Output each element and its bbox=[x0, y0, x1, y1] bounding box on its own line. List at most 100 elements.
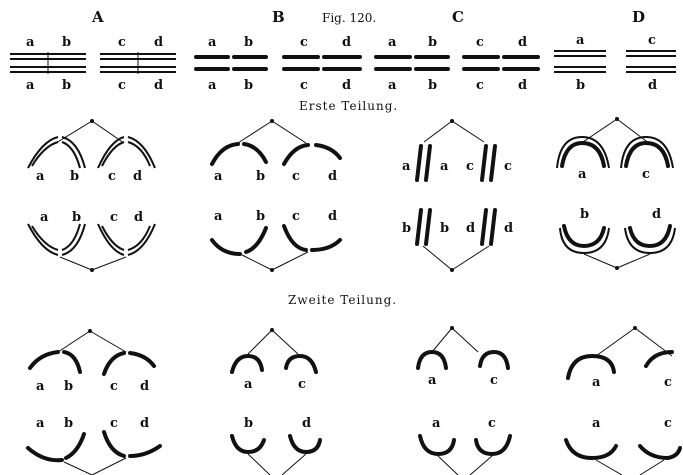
letter-d: d bbox=[328, 209, 337, 224]
letter-c: c bbox=[648, 33, 656, 48]
letter-b: b bbox=[72, 210, 81, 225]
letter-c: c bbox=[664, 375, 672, 390]
letter-c: c bbox=[476, 78, 484, 93]
letter-c: c bbox=[664, 416, 672, 431]
division2-a-upper: a b c d bbox=[28, 329, 156, 394]
division1-c-lower: b b d d bbox=[402, 208, 513, 272]
letter-a: a bbox=[214, 209, 223, 224]
letter-a: a bbox=[576, 33, 585, 48]
letter-c: c bbox=[110, 379, 118, 394]
letter-c: c bbox=[292, 209, 300, 224]
letter-c: c bbox=[300, 78, 308, 93]
letter-c: c bbox=[118, 35, 126, 50]
division1-c-upper: a a c c bbox=[402, 119, 512, 182]
letter-b: b bbox=[62, 78, 71, 93]
letter-d: d bbox=[328, 169, 337, 184]
letter-b: b bbox=[428, 35, 437, 50]
letter-a: a bbox=[592, 416, 601, 431]
division1-d-lower: b d bbox=[559, 207, 676, 270]
division2-b-lower: b d bbox=[230, 416, 322, 475]
caption-first-division: Erste Teilung. bbox=[299, 99, 398, 113]
letter-b: b bbox=[244, 35, 253, 50]
letter-b: b bbox=[256, 209, 265, 224]
letter-a: a bbox=[26, 78, 35, 93]
letter-a: a bbox=[208, 78, 217, 93]
letter-b: b bbox=[244, 78, 253, 93]
figure-label: Fig. 120. bbox=[322, 11, 376, 25]
letter-d: d bbox=[154, 35, 163, 50]
letter-c: c bbox=[490, 373, 498, 388]
letter-b: b bbox=[62, 35, 71, 50]
letter-b: b bbox=[440, 221, 449, 236]
tetrad-b-initial: a b c d a b c d bbox=[194, 35, 362, 93]
division1-a-lower: a b c d bbox=[27, 210, 156, 272]
letter-b: b bbox=[244, 416, 253, 431]
division2-d-lower: a c bbox=[564, 416, 682, 475]
letter-b: b bbox=[428, 78, 437, 93]
letter-a: a bbox=[402, 159, 411, 174]
tetrad-c-initial: a b c d a b c d bbox=[374, 35, 540, 93]
letter-a: a bbox=[388, 35, 397, 50]
letter-a: a bbox=[36, 379, 45, 394]
letter-d: d bbox=[154, 78, 163, 93]
letter-c: c bbox=[108, 169, 116, 184]
division2-c-lower: a c bbox=[418, 416, 512, 475]
letter-d: d bbox=[648, 78, 657, 93]
letter-d: d bbox=[342, 78, 351, 93]
letter-b: b bbox=[402, 221, 411, 236]
division2-a-lower: a b c d bbox=[26, 416, 162, 475]
division2-c-upper: a c bbox=[416, 326, 510, 388]
letter-d: d bbox=[518, 78, 527, 93]
letter-c: c bbox=[110, 210, 118, 225]
letter-a: a bbox=[244, 377, 253, 392]
caption-second-division: Zweite Teilung. bbox=[288, 293, 397, 307]
column-label-d: D bbox=[632, 8, 645, 26]
letter-a: a bbox=[26, 35, 35, 50]
letter-b: b bbox=[256, 169, 265, 184]
letter-a: a bbox=[214, 169, 223, 184]
division1-b-upper: a b c d bbox=[210, 119, 342, 184]
letter-d: d bbox=[342, 35, 351, 50]
letter-a: a bbox=[432, 416, 441, 431]
letter-a: a bbox=[428, 373, 437, 388]
letter-a: a bbox=[36, 416, 45, 431]
letter-d: d bbox=[504, 221, 513, 236]
division1-b-lower: a b c d bbox=[210, 209, 342, 272]
letter-c: c bbox=[642, 167, 650, 182]
letter-b: b bbox=[70, 169, 79, 184]
letter-c: c bbox=[110, 416, 118, 431]
letter-d: d bbox=[133, 169, 142, 184]
letter-a: a bbox=[40, 210, 49, 225]
column-label-a: A bbox=[91, 8, 104, 26]
letter-b: b bbox=[64, 379, 73, 394]
letter-a: a bbox=[36, 169, 45, 184]
letter-c: c bbox=[504, 159, 512, 174]
letter-d: d bbox=[466, 221, 475, 236]
division2-b-upper: a c bbox=[230, 328, 318, 392]
letter-c: c bbox=[118, 78, 126, 93]
letter-c: c bbox=[300, 35, 308, 50]
tetrad-d-initial: a c b d bbox=[554, 33, 676, 93]
letter-b: b bbox=[576, 78, 585, 93]
letter-c: c bbox=[292, 169, 300, 184]
letter-b: b bbox=[64, 416, 73, 431]
division1-d-upper: a c bbox=[556, 117, 674, 182]
letter-d: d bbox=[140, 416, 149, 431]
letter-a: a bbox=[440, 159, 449, 174]
division1-a-upper: a b c d bbox=[27, 119, 156, 184]
letter-d: d bbox=[652, 207, 661, 222]
letter-c: c bbox=[488, 416, 496, 431]
division2-d-upper: a c bbox=[566, 326, 674, 390]
letter-d: d bbox=[134, 210, 143, 225]
letter-a: a bbox=[208, 35, 217, 50]
letter-c: c bbox=[298, 377, 306, 392]
letter-a: a bbox=[592, 375, 601, 390]
letter-b: b bbox=[580, 207, 589, 222]
letter-c: c bbox=[476, 35, 484, 50]
column-label-b: B bbox=[272, 8, 285, 26]
letter-a: a bbox=[388, 78, 397, 93]
letter-d: d bbox=[518, 35, 527, 50]
tetrad-a-initial: a b c d a b c d bbox=[10, 35, 176, 93]
